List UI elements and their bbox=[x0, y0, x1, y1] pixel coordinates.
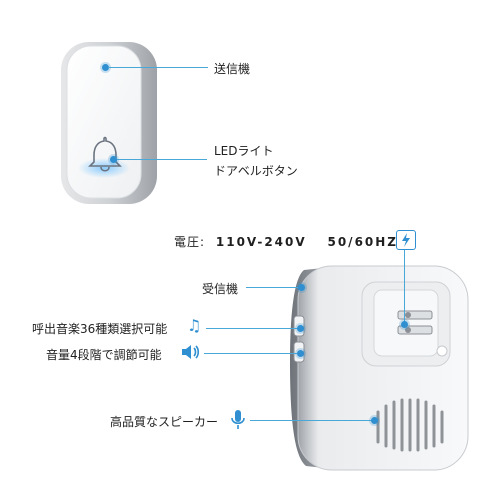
speaker-label: 高品質なスピーカー bbox=[110, 415, 219, 429]
led-callout-dot bbox=[110, 156, 117, 163]
receiver-callout-line bbox=[246, 287, 298, 288]
led-callout-line bbox=[117, 159, 207, 160]
power-callout-dot bbox=[401, 321, 408, 328]
receiver-device bbox=[282, 262, 472, 474]
volume-label: 音量4段階で調節可能 bbox=[46, 348, 162, 362]
volume-callout-line bbox=[204, 353, 298, 354]
voltage-value: 110V-240V bbox=[215, 235, 307, 249]
voltage-row: 電圧: 110V-240V 50/60HZ bbox=[174, 233, 398, 250]
melodies-label: 呼出音楽36種類選択可能 bbox=[32, 322, 168, 336]
transmitter-callout-line bbox=[108, 67, 208, 68]
speaker-sound-icon bbox=[180, 344, 200, 364]
music-note-icon: ♫ bbox=[187, 316, 202, 335]
receiver-callout-dot bbox=[298, 284, 305, 291]
melodies-callout-dot bbox=[297, 325, 304, 332]
microphone-icon bbox=[230, 409, 246, 435]
frequency-value: 50/60HZ bbox=[327, 235, 399, 249]
power-callout-line bbox=[404, 250, 405, 324]
transmitter-device bbox=[58, 40, 160, 206]
melodies-callout-line bbox=[206, 328, 298, 329]
power-icon bbox=[396, 230, 416, 250]
speaker-callout-line bbox=[250, 420, 372, 421]
voltage-prefix: 電圧: bbox=[174, 235, 206, 249]
volume-callout-dot bbox=[297, 350, 304, 357]
bell-icon bbox=[88, 136, 122, 172]
transmitter-callout-dot bbox=[102, 64, 109, 71]
speaker-callout-dot bbox=[371, 417, 378, 424]
receiver-label: 受信機 bbox=[202, 282, 239, 296]
transmitter-label: 送信機 bbox=[214, 62, 251, 76]
led-label-line1: LEDライト bbox=[214, 144, 274, 158]
led-label-line2: ドアベルボタン bbox=[214, 164, 298, 178]
